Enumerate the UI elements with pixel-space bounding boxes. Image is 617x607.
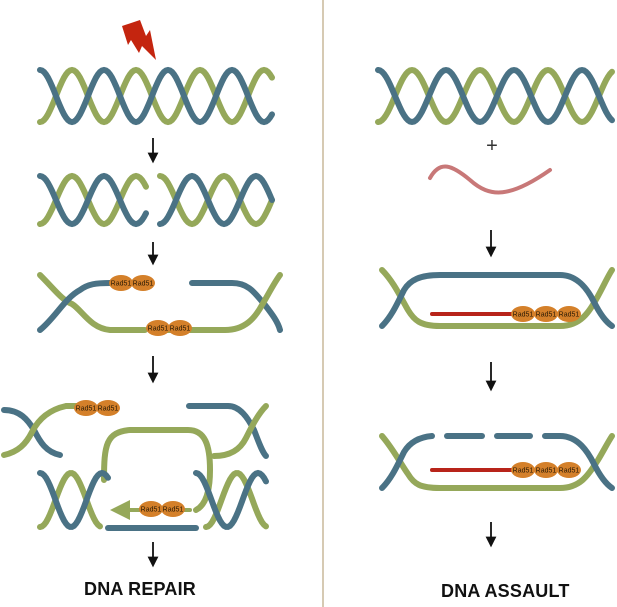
svg-text:Rad51: Rad51 — [513, 468, 534, 475]
svg-text:Rad51: Rad51 — [513, 312, 534, 319]
svg-text:Rad51: Rad51 — [133, 281, 154, 288]
svg-text:Rad51: Rad51 — [111, 281, 132, 288]
svg-text:Rad51: Rad51 — [536, 312, 557, 319]
svg-text:Rad51: Rad51 — [536, 468, 557, 475]
dna-helix-intact-left — [37, 66, 275, 126]
panel-title-dna-repair: DNA REPAIR — [84, 579, 197, 599]
dna-resected-ends — [37, 272, 283, 333]
panel-title-dna-assault: DNA ASSAULT — [441, 581, 570, 601]
rad51-filament: Rad51 Rad51 — [109, 275, 155, 291]
rad51-filament: Rad51 Rad51 Rad51 — [511, 462, 581, 478]
lightning-bolt-icon — [122, 20, 156, 60]
dna-strand-invasion — [1, 403, 269, 531]
svg-text:Rad51: Rad51 — [163, 507, 184, 514]
rad51-filament: Rad51 Rad51 — [139, 501, 185, 517]
svg-text:Rad51: Rad51 — [559, 312, 580, 319]
dna-helix-intact-right — [375, 66, 615, 126]
svg-text:Rad51: Rad51 — [170, 326, 191, 333]
fragmented-d-loop — [379, 433, 615, 491]
svg-text:Rad51: Rad51 — [559, 468, 580, 475]
svg-text:Rad51: Rad51 — [141, 507, 162, 514]
single-strand-dna — [428, 164, 552, 195]
svg-text:Rad51: Rad51 — [76, 406, 97, 413]
rad51-filament: Rad51 Rad51 Rad51 — [511, 306, 581, 322]
rad51-filament: Rad51 Rad51 — [74, 400, 120, 416]
plus-sign: + — [486, 135, 498, 157]
rad51-filament: Rad51 Rad51 — [146, 320, 192, 336]
d-loop-structure — [379, 267, 615, 329]
dna-helix-broken — [37, 172, 275, 228]
svg-text:Rad51: Rad51 — [148, 326, 169, 333]
svg-text:Rad51: Rad51 — [98, 406, 119, 413]
